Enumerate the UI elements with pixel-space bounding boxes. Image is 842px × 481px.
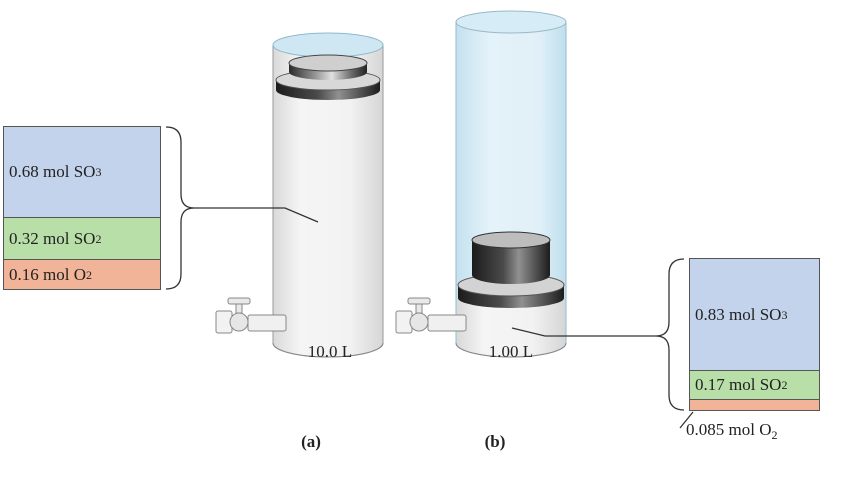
piston-b	[457, 231, 565, 308]
cylinder-a	[215, 32, 384, 358]
o2-band-b	[690, 399, 819, 410]
caption-b: (b)	[484, 432, 506, 451]
volume-label-a: 10.0 L	[307, 342, 353, 361]
piston-a	[275, 54, 381, 100]
bracket-a	[165, 126, 319, 290]
valve-b-icon	[395, 297, 467, 334]
valve-a-icon	[215, 297, 287, 334]
caption-a: (a)	[301, 432, 321, 451]
o2-amount-b: 0.085 mol O2	[686, 420, 778, 442]
volume-label-b: 1.00 L	[488, 342, 534, 361]
cylinder-b	[395, 10, 567, 358]
bracket-b	[511, 258, 694, 429]
